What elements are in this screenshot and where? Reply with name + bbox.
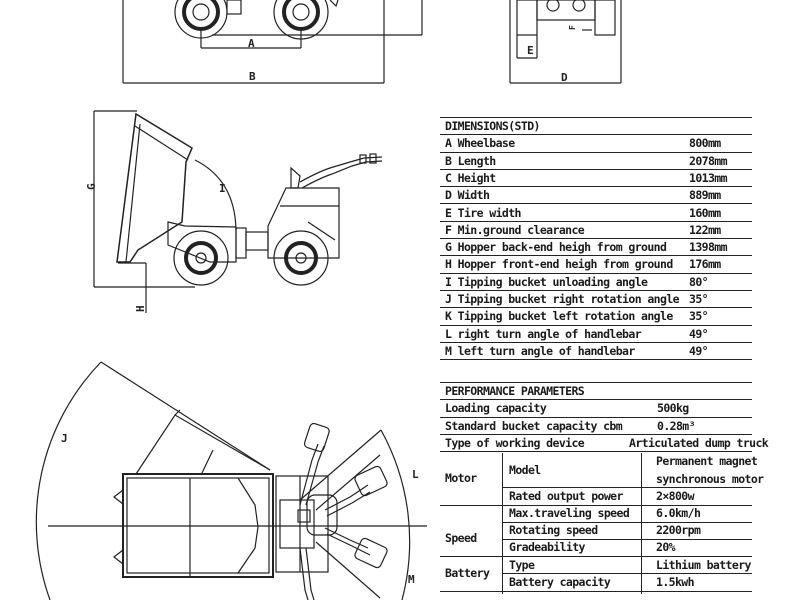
row-label: Rated output power bbox=[509, 488, 623, 503]
row-value: 49° bbox=[689, 343, 709, 358]
label-I: I bbox=[219, 182, 226, 195]
top-side-view-drawing bbox=[122, 0, 423, 84]
row-value: 889mm bbox=[689, 188, 721, 203]
table-top-border bbox=[440, 382, 752, 383]
row-divider bbox=[502, 538, 752, 540]
row-value: 80° bbox=[689, 274, 709, 289]
row-value: 35° bbox=[689, 292, 709, 306]
row-label: I Tipping bucket unloading angle bbox=[445, 274, 648, 289]
label-F: F bbox=[568, 25, 577, 30]
row-label: Standard bucket capacity cbm bbox=[445, 418, 623, 433]
group-label-motor: Motor bbox=[445, 471, 477, 485]
label-D: D bbox=[561, 71, 568, 84]
group-label-speed: Speed bbox=[445, 531, 477, 545]
row-label: A Wheelbase bbox=[445, 136, 515, 151]
row-value: 122mm bbox=[689, 222, 721, 237]
row-value: Articulated dump truck bbox=[629, 435, 769, 450]
group-label-battery: Battery bbox=[445, 566, 490, 580]
row-value: 0.28m³ bbox=[657, 418, 696, 433]
table-bottom-border bbox=[440, 591, 752, 592]
row-value-line2: synchronous motor bbox=[656, 472, 764, 486]
row-label: C Height bbox=[445, 170, 496, 185]
table-row: C Height 1013mm bbox=[440, 170, 752, 188]
row-value: 35° bbox=[689, 309, 709, 324]
row-value: 1013mm bbox=[689, 170, 728, 185]
label-G: G bbox=[85, 183, 98, 190]
top-view-drawing bbox=[35, 361, 427, 600]
label-J: J bbox=[61, 432, 68, 445]
row-value: 6.0km/h bbox=[656, 506, 701, 520]
dimensions-title-row: DIMENSIONS(STD) bbox=[440, 118, 752, 136]
row-label: Max.traveling speed bbox=[509, 506, 630, 520]
row-label: L right turn angle of handlebar bbox=[445, 326, 642, 341]
row-value: 500kg bbox=[657, 401, 689, 416]
row-label: Battery capacity bbox=[509, 574, 611, 589]
label-M: M bbox=[408, 573, 415, 586]
table-row: Standard bucket capacity cbm 0.28m³ bbox=[440, 418, 752, 435]
row-label: Loading capacity bbox=[445, 401, 547, 416]
row-label: G Hopper back-end heigh from ground bbox=[445, 240, 667, 255]
group-divider bbox=[440, 504, 752, 506]
row-label: M left turn angle of handlebar bbox=[445, 343, 635, 358]
row-value: 1398mm bbox=[689, 240, 728, 255]
table-row: Type of working device Articulated dump t… bbox=[440, 435, 769, 453]
table-row: A Wheelbase 800mm bbox=[440, 135, 752, 153]
row-label: Gradeability bbox=[509, 540, 585, 554]
row-label: K Tipping bucket left rotation angle bbox=[445, 309, 673, 324]
row-value: 800mm bbox=[689, 136, 721, 151]
row-label: F Min.ground clearance bbox=[445, 222, 585, 237]
row-label: Rotating speed bbox=[509, 523, 598, 537]
row-label: B Length bbox=[445, 153, 496, 168]
table-row: M left turn angle of handlebar 49° bbox=[440, 343, 752, 361]
performance-title: PERFORMANCE PARAMETERS bbox=[445, 384, 585, 398]
row-value: 176mm bbox=[689, 257, 721, 272]
row-value: 2200rpm bbox=[656, 523, 701, 537]
performance-title-row: PERFORMANCE PARAMETERS bbox=[440, 383, 752, 401]
label-E: E bbox=[527, 44, 534, 57]
row-value: Lithium battery bbox=[656, 557, 751, 572]
row-divider bbox=[502, 487, 752, 488]
row-value-line1: Permanent magnet bbox=[656, 454, 758, 468]
row-label: Type of working device bbox=[445, 435, 585, 450]
row-value: 20% bbox=[656, 540, 676, 554]
table-row: J Tipping bucket right rotation angle 35° bbox=[440, 291, 752, 309]
row-value: 49° bbox=[689, 326, 709, 341]
table-row: D Width 889mm bbox=[440, 187, 752, 205]
dimensions-table: DIMENSIONS(STD) A Wheelbase 800mm B Lengt… bbox=[440, 117, 752, 362]
side-view-drawing bbox=[93, 110, 383, 313]
row-label: H Hopper front-end heigh from ground bbox=[445, 257, 673, 272]
row-divider bbox=[502, 573, 752, 574]
label-H: H bbox=[134, 305, 147, 312]
label-L: L bbox=[412, 468, 419, 481]
label-A: A bbox=[248, 37, 255, 50]
row-value: 2078mm bbox=[689, 153, 728, 168]
table-row: K Tipping bucket left rotation angle 35° bbox=[440, 308, 752, 326]
row-divider bbox=[502, 521, 752, 523]
front-view-drawing bbox=[509, 0, 622, 84]
table-row: E Tire width 160mm bbox=[440, 205, 752, 222]
row-label: E Tire width bbox=[445, 205, 521, 220]
table-row: Loading capacity 500kg bbox=[440, 400, 752, 418]
row-value: 160mm bbox=[689, 205, 721, 220]
group-column-divider bbox=[502, 453, 503, 594]
table-row: G Hopper back-end heigh from ground 1398m… bbox=[440, 239, 752, 257]
label-B: B bbox=[249, 70, 256, 83]
table-row: F Min.ground clearance 122mm bbox=[440, 222, 752, 240]
group-divider bbox=[440, 556, 752, 557]
dimensions-title: DIMENSIONS(STD) bbox=[445, 119, 540, 133]
table-top-border bbox=[440, 117, 752, 118]
row-label: D Width bbox=[445, 188, 490, 203]
row-value: 2×800w bbox=[656, 488, 695, 503]
table-row: I Tipping bucket unloading angle 80° bbox=[440, 274, 752, 291]
table-row: B Length 2078mm bbox=[440, 153, 752, 170]
value-column-divider bbox=[641, 453, 642, 594]
row-label: Model bbox=[509, 463, 541, 477]
performance-table: PERFORMANCE PARAMETERS Loading capacity 5… bbox=[440, 382, 769, 594]
row-label: J Tipping bucket right rotation angle bbox=[445, 292, 680, 306]
row-value: 1.5kwh bbox=[656, 574, 695, 589]
row-label: Type bbox=[509, 557, 535, 572]
table-row: L right turn angle of handlebar 49° bbox=[440, 326, 752, 343]
table-row: H Hopper front-end heigh from ground 176m… bbox=[440, 256, 752, 274]
